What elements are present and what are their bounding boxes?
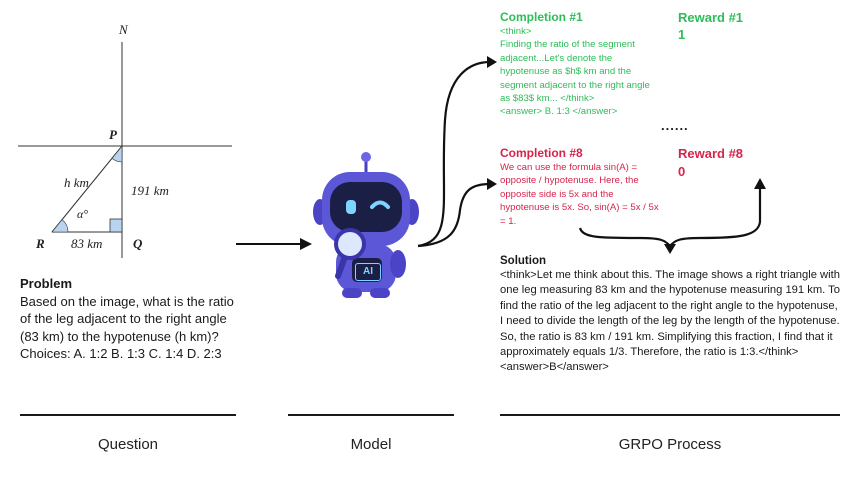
arrow-head-reward	[754, 178, 766, 189]
label-p: P	[109, 127, 117, 142]
label-side: 191 km	[131, 183, 169, 198]
right-angle-mark	[109, 218, 123, 233]
caption-grpo: GRPO Process	[618, 436, 722, 453]
completion-8-text: We can use the formula sin(A) = opposite…	[500, 162, 659, 227]
solution-text: <think>Let me think about this. The imag…	[500, 269, 840, 374]
completion-8-title: Completion #8	[500, 146, 583, 160]
hypotenuse-segment	[51, 145, 123, 233]
problem-title: Problem	[20, 276, 73, 291]
label-base: 83 km	[71, 236, 103, 251]
label-q: Q	[133, 236, 143, 251]
caption-model: Model	[350, 436, 392, 453]
arrow-to-completion-8	[417, 182, 491, 248]
robot-illustration	[313, 152, 419, 298]
reward-1-value: 1	[678, 27, 686, 42]
label-angle: α°	[77, 207, 89, 221]
caption-question: Question	[97, 436, 159, 453]
arrow-head-model	[300, 238, 312, 250]
solution-title: Solution	[500, 255, 546, 267]
ellipsis: ......	[661, 118, 689, 133]
label-r: R	[36, 236, 45, 251]
angle-mark-p	[111, 145, 123, 163]
rule-question	[20, 414, 236, 416]
completion-1-title: Completion #1	[500, 10, 583, 24]
ai-badge: AI	[355, 263, 381, 281]
angle-mark-r	[51, 219, 69, 233]
rule-model	[288, 414, 454, 416]
reward-1-title: Reward #1	[678, 10, 744, 25]
arrow-head-solution	[664, 244, 676, 254]
label-n: N	[119, 22, 128, 37]
arrow-to-completion-1	[417, 60, 491, 248]
rule-grpo	[500, 414, 840, 416]
completion-1-text: <think> Finding the ratio of the segment…	[500, 26, 650, 118]
label-hypotenuse: h km	[64, 175, 89, 190]
reward-8-title: Reward #8	[678, 146, 744, 161]
reward-8-value: 0	[678, 164, 686, 179]
problem-text: Based on the image, what is the ratio of…	[20, 294, 234, 362]
